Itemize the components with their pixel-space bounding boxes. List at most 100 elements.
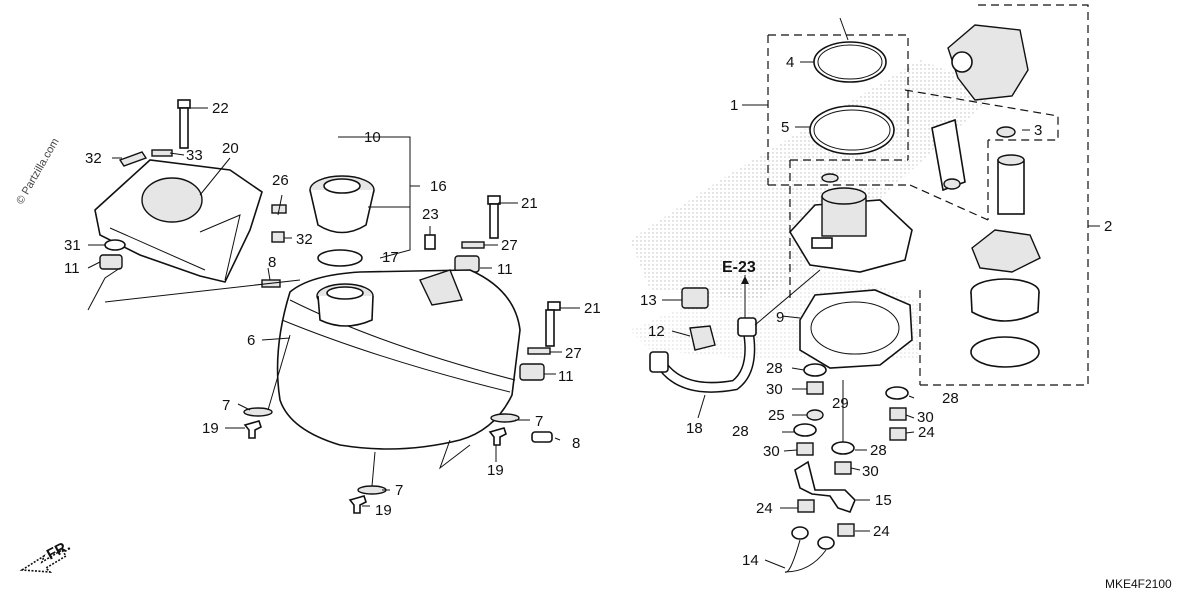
fuel-cap-16	[309, 175, 375, 234]
bolt-21-lower	[545, 301, 561, 347]
label-28-b: 28	[732, 423, 749, 440]
label-19-right: 19	[487, 462, 504, 479]
washer-28-b	[793, 423, 817, 437]
bolt-19-bottom	[348, 495, 367, 514]
leader-4-top	[839, 17, 849, 41]
breather-hose-10-inner	[269, 109, 341, 169]
label-24-a: 24	[918, 424, 935, 441]
washer-28-a	[803, 363, 827, 377]
fuel-tank	[276, 269, 521, 470]
label-11-left: 11	[64, 260, 80, 277]
pump-case	[970, 278, 1040, 322]
label-28-c: 28	[870, 442, 887, 459]
label-13: 13	[640, 292, 657, 309]
label-19-bottom: 19	[375, 502, 392, 519]
label-24-c: 24	[873, 523, 890, 540]
label-30-d: 30	[917, 409, 934, 426]
joint-12	[689, 325, 716, 351]
label-29: 29	[832, 395, 849, 412]
gasket-17	[317, 249, 363, 267]
label-30-c: 30	[862, 463, 879, 480]
label-28-d: 28	[942, 390, 959, 407]
label-26: 26	[272, 172, 289, 189]
label-15: 15	[875, 492, 892, 509]
label-7-left: 7	[222, 397, 230, 414]
nut-30-a	[806, 381, 824, 395]
diagram-code: MKE4F2100	[1105, 577, 1172, 591]
pump-assembly-boundary	[767, 4, 1089, 386]
label-8-right: 8	[572, 435, 580, 452]
hose-to-flange	[754, 269, 821, 326]
bolt-19-left	[243, 420, 262, 439]
o-ring-4-inner	[817, 44, 883, 80]
label-14: 14	[742, 552, 759, 569]
rubber-11-left	[99, 254, 123, 270]
nut-24-c	[837, 523, 855, 537]
nut-24-b	[797, 499, 815, 513]
label-33: 33	[186, 147, 203, 164]
o-ring-case	[970, 336, 1040, 368]
label-18: 18	[686, 420, 703, 437]
leader-lines-right	[662, 61, 1100, 569]
label-3: 3	[1034, 122, 1042, 139]
washer-28-d	[885, 386, 909, 400]
label-22: 22	[212, 100, 229, 117]
bolt-22	[177, 99, 191, 149]
bolt-19-right	[488, 427, 507, 446]
pump-strainer	[971, 229, 1041, 273]
grommet-3	[996, 126, 1016, 138]
label-19-left: 19	[202, 420, 219, 437]
pump-flange	[789, 187, 913, 273]
label-24-b: 24	[756, 500, 773, 517]
o-ring-4	[813, 41, 887, 83]
tube-14	[784, 526, 835, 573]
flange-gasket-9	[799, 289, 913, 369]
label-12: 12	[648, 323, 665, 340]
grommet-25	[806, 409, 824, 421]
label-1: 1	[730, 97, 738, 114]
seal-small	[821, 173, 839, 183]
label-2: 2	[1104, 218, 1112, 235]
washer-27-lower	[527, 347, 551, 355]
nut-32	[271, 231, 285, 243]
front-direction-arrow: FR.	[19, 537, 73, 573]
nut-30-d	[889, 407, 907, 421]
clip-8-right	[531, 431, 553, 443]
reference-callout: E-23	[722, 259, 756, 276]
label-23: 23	[422, 206, 439, 223]
label-32-left: 32	[85, 150, 102, 167]
label-6: 6	[247, 332, 255, 349]
washer-28-c	[831, 441, 855, 455]
leader-lines-left	[87, 107, 580, 507]
bracket-15	[794, 460, 856, 513]
fuel-hose-18	[649, 317, 757, 393]
bolt-21-upper	[487, 195, 501, 239]
connector-13	[681, 287, 709, 309]
label-20: 20	[222, 140, 239, 157]
damper-7-bottom	[357, 485, 387, 495]
label-21-lower: 21	[584, 300, 601, 317]
label-16: 16	[430, 178, 447, 195]
label-5: 5	[781, 119, 789, 136]
label-11-lower: 11	[558, 368, 574, 385]
damper-7-right	[490, 413, 520, 423]
label-17: 17	[382, 249, 399, 266]
rubber-11-lower	[519, 363, 545, 381]
label-10: 10	[364, 129, 381, 146]
fuel-filter	[931, 118, 966, 192]
label-28-a: 28	[766, 360, 783, 377]
label-9: 9	[776, 309, 784, 326]
label-27-upper: 27	[501, 237, 518, 254]
label-21-upper: 21	[521, 195, 538, 212]
label-27-lower: 27	[565, 345, 582, 362]
label-7-right: 7	[535, 413, 543, 430]
bolt-23	[424, 234, 436, 250]
lock-ring-5	[809, 105, 895, 155]
part-labels: 1 2 3 4 5 6 7 7 7 8 8 9 10 11 11 11 12 1…	[64, 54, 1112, 569]
label-8-top: 8	[268, 254, 276, 271]
clip-32-left	[118, 151, 148, 167]
nut-30-b	[796, 442, 814, 456]
fuel-pump-motor	[997, 154, 1025, 215]
